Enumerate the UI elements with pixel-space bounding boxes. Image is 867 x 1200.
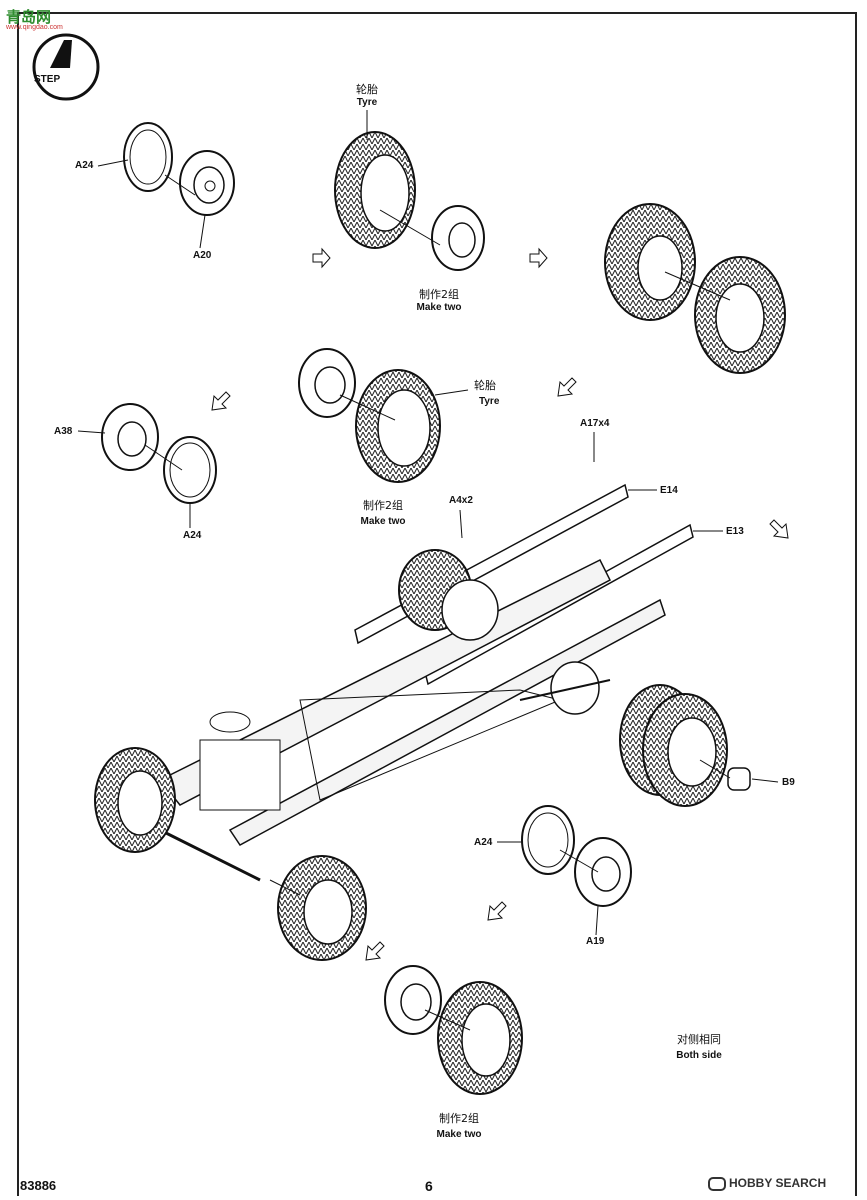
arrow-down-left-4 — [365, 941, 385, 961]
step-badge — [32, 33, 100, 101]
hobby-search-brand: HOBBY SEARCH — [708, 1176, 826, 1191]
part-a24-bottom: A24 — [474, 837, 493, 848]
chassis — [139, 483, 694, 882]
make-two-cn-top: 制作2组 — [419, 288, 459, 301]
part-a19: A19 — [586, 936, 605, 947]
make-two-cn-bottom: 制作2组 — [439, 1112, 479, 1125]
rim-a24-top — [123, 122, 173, 192]
arrow-right-2 — [529, 247, 548, 269]
make-two-cn-mid: 制作2组 — [363, 499, 403, 512]
dual-wheel-top-right — [604, 203, 786, 374]
arrow-down-left-2 — [557, 377, 577, 397]
tyre-label-en-mid: Tyre — [479, 396, 500, 407]
rim-a38-a24 — [101, 403, 217, 504]
make-two-en-mid: Make two — [360, 516, 406, 527]
make-two-en-top: Make two — [416, 302, 462, 313]
tyre-middle — [298, 348, 441, 483]
both-side-en: Both side — [676, 1050, 722, 1061]
wheel-a20 — [179, 150, 235, 216]
page-number: 6 — [425, 1178, 433, 1194]
tyre-label-cn-mid: 轮胎 — [474, 379, 496, 392]
part-a4x2: A4x2 — [449, 495, 473, 506]
rear-dual-wheel — [619, 684, 751, 807]
leader-lines — [77, 110, 779, 936]
arrow-down-left-1 — [211, 391, 231, 411]
part-a24-top: A24 — [75, 160, 94, 171]
product-code: 83886 — [20, 1178, 57, 1193]
page-frame — [17, 12, 857, 1196]
part-a38: A38 — [54, 426, 73, 437]
hobby-search-logo-icon — [708, 1176, 726, 1191]
part-b9: B9 — [782, 777, 795, 788]
tyre-label-cn-top: 轮胎 — [356, 83, 378, 96]
watermark-site: 青岛网 — [6, 8, 52, 26]
make-two-en-bottom: Make two — [436, 1129, 482, 1140]
rear-wheel-hidden — [398, 549, 499, 641]
arrow-down-right-1 — [769, 519, 789, 539]
part-a17x4: A17x4 — [580, 418, 610, 429]
front-right-wheel — [269, 855, 367, 961]
both-side-cn: 对侧相同 — [677, 1033, 721, 1046]
rim-a24-a19 — [521, 805, 632, 907]
arrow-right-1 — [312, 247, 331, 269]
tyre-top-center — [334, 131, 485, 271]
part-e13: E13 — [726, 526, 744, 537]
part-a20: A20 — [193, 250, 212, 261]
tyre-bottom — [384, 965, 523, 1095]
step-label: STEP — [34, 74, 61, 85]
arrow-down-left-3 — [487, 901, 507, 921]
watermark-url: www.qingdao.com — [6, 24, 63, 31]
front-left-wheel — [94, 747, 176, 853]
hobby-search-text: HOBBY SEARCH — [729, 1176, 827, 1190]
part-e14: E14 — [660, 485, 678, 496]
tyre-label-en-top: Tyre — [356, 97, 378, 108]
part-a24-mid: A24 — [183, 530, 202, 541]
